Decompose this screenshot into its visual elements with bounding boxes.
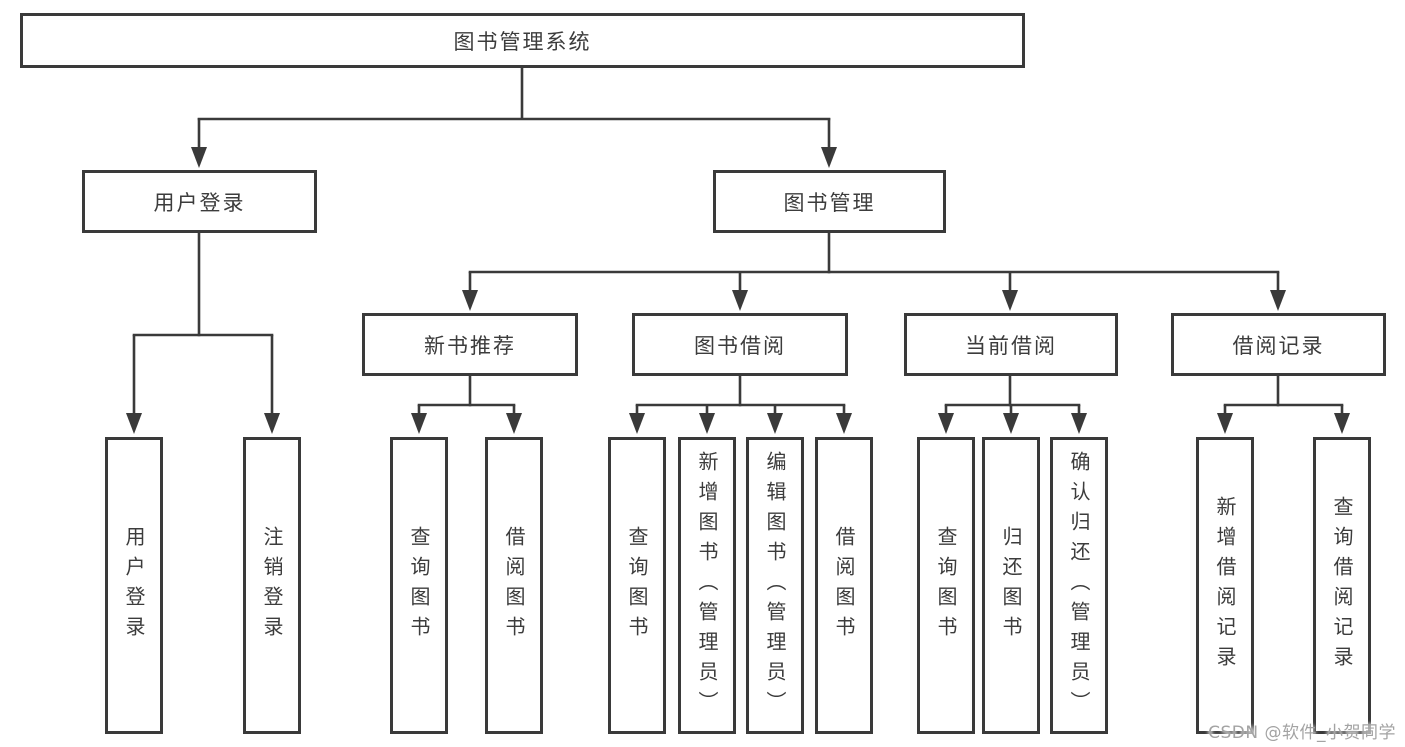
leaf-user-login: 用户登录 <box>105 437 163 734</box>
leaf-add-books-admin-label: 新增图书（管理员） <box>695 450 719 721</box>
leaf-query-books-borrowing: 查询图书 <box>608 437 666 734</box>
leaf-query-borrow-record: 查询借阅记录 <box>1313 437 1371 734</box>
leaf-query-books-recommend-label: 查询图书 <box>407 525 431 646</box>
leaf-edit-books-admin: 编辑图书（管理员） <box>746 437 804 734</box>
node-user-login: 用户登录 <box>82 170 317 233</box>
leaf-borrow-books-label: 借阅图书 <box>832 525 856 646</box>
leaf-borrow-books-recommend-label: 借阅图书 <box>502 525 526 646</box>
leaf-add-borrow-record-label: 新增借阅记录 <box>1213 495 1237 676</box>
node-new-book-recommend: 新书推荐 <box>362 313 578 376</box>
leaf-add-books-admin: 新增图书（管理员） <box>678 437 736 734</box>
node-current-borrowing: 当前借阅 <box>904 313 1118 376</box>
leaf-confirm-return-admin-label: 确认归还（管理员） <box>1067 450 1091 721</box>
node-library-system: 图书管理系统 <box>20 13 1025 68</box>
leaf-user-login-label: 用户登录 <box>122 525 146 646</box>
arrowheads <box>126 147 1350 434</box>
csdn-watermark: CSDN @软件_小贺同学 <box>1208 723 1396 743</box>
leaf-logout-label: 注销登录 <box>260 525 284 646</box>
node-book-management: 图书管理 <box>713 170 946 233</box>
leaf-borrow-books-recommend: 借阅图书 <box>485 437 543 734</box>
leaf-return-books: 归还图书 <box>982 437 1040 734</box>
leaf-return-books-label: 归还图书 <box>999 525 1023 646</box>
leaf-borrow-books: 借阅图书 <box>815 437 873 734</box>
leaf-query-books-current-label: 查询图书 <box>934 525 958 646</box>
leaf-confirm-return-admin: 确认归还（管理员） <box>1050 437 1108 734</box>
node-book-borrowing: 图书借阅 <box>632 313 848 376</box>
leaf-query-books-recommend: 查询图书 <box>390 437 448 734</box>
leaf-query-borrow-record-label: 查询借阅记录 <box>1330 495 1354 676</box>
leaf-query-books-current: 查询图书 <box>917 437 975 734</box>
leaf-add-borrow-record: 新增借阅记录 <box>1196 437 1254 734</box>
leaf-edit-books-admin-label: 编辑图书（管理员） <box>763 450 787 721</box>
node-borrowing-records: 借阅记录 <box>1171 313 1386 376</box>
leaf-logout: 注销登录 <box>243 437 301 734</box>
leaf-query-books-borrowing-label: 查询图书 <box>625 525 649 646</box>
